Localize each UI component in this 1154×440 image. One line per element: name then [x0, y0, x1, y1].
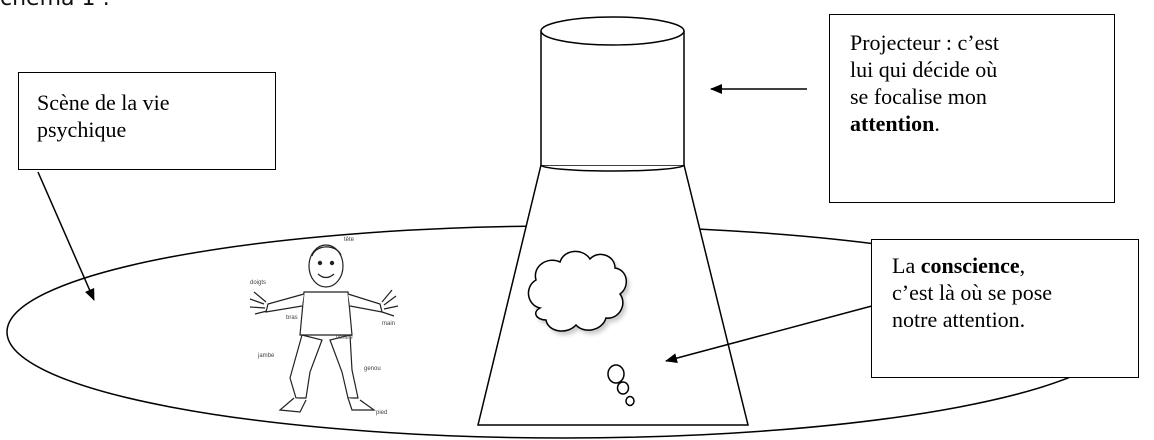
projector-label-line-4: attention. — [850, 110, 1094, 137]
body-label-foot: pied — [376, 410, 387, 416]
projector-label-period: . — [934, 111, 940, 136]
projector-label-line-3: se focalise mon — [850, 83, 1094, 110]
body-label-head: tête — [344, 237, 355, 243]
body-label-fingers: doigts — [250, 280, 266, 286]
conscience-label-comma: , — [1020, 253, 1026, 278]
body-figure-illustration: tête doigts bras main ventre jambe genou… — [250, 237, 398, 416]
body-label-belly: ventre — [336, 335, 353, 341]
projector-cylinder — [541, 17, 684, 171]
projector-label-line-1: Projecteur : c’est — [850, 29, 1094, 56]
projector-label-line-2: lui qui décide où — [850, 56, 1094, 83]
conscience-label-line-1: La conscience, — [892, 252, 1118, 279]
conscience-label-box: La conscience, c’est là où se pose notre… — [871, 239, 1139, 378]
conscience-label-line-3: notre attention. — [892, 306, 1118, 333]
body-label-hand: main — [382, 321, 395, 327]
body-label-knee: genou — [364, 366, 381, 372]
conscience-keyword: conscience — [921, 253, 1020, 278]
body-label-arm: bras — [286, 315, 298, 321]
attention-keyword: attention — [850, 111, 934, 136]
conscience-label-prefix: La — [892, 253, 921, 278]
scene-label-line-2: psychique — [37, 116, 257, 143]
projector-label-box: Projecteur : c’est lui qui décide où se … — [829, 14, 1115, 203]
scene-arrow — [38, 172, 94, 300]
scene-label-box: Scène de la vie psychique — [18, 72, 276, 170]
body-label-leg: jambe — [257, 353, 275, 359]
conscience-label-line-2: c’est là où se pose — [892, 279, 1118, 306]
scene-label-line-1: Scène de la vie — [37, 89, 257, 116]
